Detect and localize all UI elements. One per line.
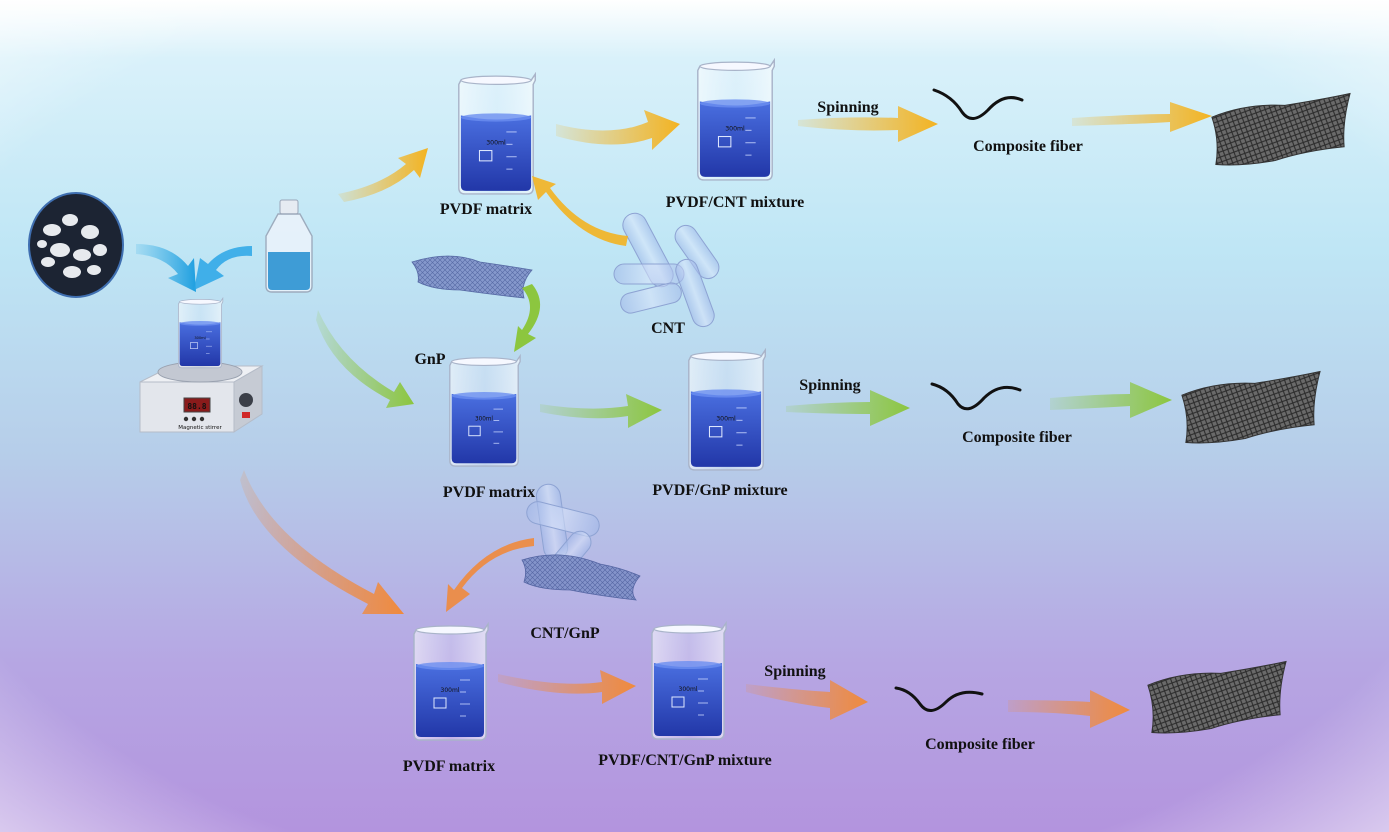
row2-mix-arrow (540, 394, 662, 428)
row3-fiber-icon (894, 686, 984, 712)
row2-fiber-label: Composite fiber (962, 429, 1072, 446)
solvent-feed-arrow (194, 246, 252, 290)
cnt-feed-arrow (532, 176, 628, 246)
row3-matrix-beaker-icon (413, 623, 489, 741)
row2-fiber-icon (930, 382, 1022, 411)
pellet-feed-arrow (136, 244, 196, 292)
row1-fiber-label: Composite fiber (973, 138, 1083, 155)
row3-mixture-beaker-icon (651, 622, 727, 740)
row3-mix-arrow (498, 670, 636, 704)
solvent-bottle-icon (265, 199, 313, 293)
row3-matrix-label: PVDF matrix (403, 758, 495, 775)
row1-matrix-label: PVDF matrix (440, 201, 532, 218)
cnt-gnp-label: CNT/GnP (530, 625, 600, 642)
row1-matrix-beaker-icon (458, 73, 537, 195)
row1-mesh-arrow (1072, 102, 1212, 132)
row3-branch-arrow (240, 470, 404, 614)
svg-text:88.8: 88.8 (187, 402, 206, 411)
row1-mix-arrow (556, 110, 680, 150)
cnt-tubes-icon (613, 212, 720, 328)
row1-mixture-label: PVDF/CNT mixture (666, 194, 805, 211)
gnp-label: GnP (414, 351, 445, 368)
row2-matrix-label: PVDF matrix (443, 484, 535, 501)
row2-mesh-arrow (1050, 382, 1172, 418)
row1-mixture-beaker-icon (697, 59, 776, 181)
row3-mixture-label: PVDF/CNT/GnP mixture (598, 752, 771, 769)
gnp-feed-arrow (514, 284, 541, 352)
row2-branch-arrow (316, 310, 414, 408)
row1-spinning-arrow (798, 106, 938, 142)
magnetic-stirrer-icon: 88.8 Magnetic stirrer (139, 361, 264, 433)
cnt-gnp-feed-arrow (446, 538, 534, 612)
gnp-sheet-icon (411, 255, 533, 299)
cnt-gnp-cluster-icon (521, 483, 641, 601)
row3-fiber-label: Composite fiber (925, 736, 1035, 753)
cnt-label: CNT (651, 320, 685, 337)
row3-spinning-arrow (746, 680, 868, 720)
pvdf-pellets-icon (28, 192, 124, 298)
stirrer-beaker-icon (177, 297, 224, 369)
row1-fiber-icon (932, 88, 1024, 120)
row1-branch-arrow (338, 148, 428, 202)
row2-mixture-beaker-icon (688, 349, 767, 471)
row1-spinning-label: Spinning (817, 99, 878, 116)
row3-mesh-arrow (1008, 690, 1130, 728)
row2-spinning-label: Spinning (799, 377, 860, 394)
row2-matrix-beaker-icon (449, 355, 521, 467)
row2-spinning-arrow (786, 390, 910, 426)
row2-mixture-label: PVDF/GnP mixture (652, 482, 787, 499)
row3-spinning-label: Spinning (764, 663, 825, 680)
stirrer-label: Magnetic stirrer (178, 425, 222, 431)
